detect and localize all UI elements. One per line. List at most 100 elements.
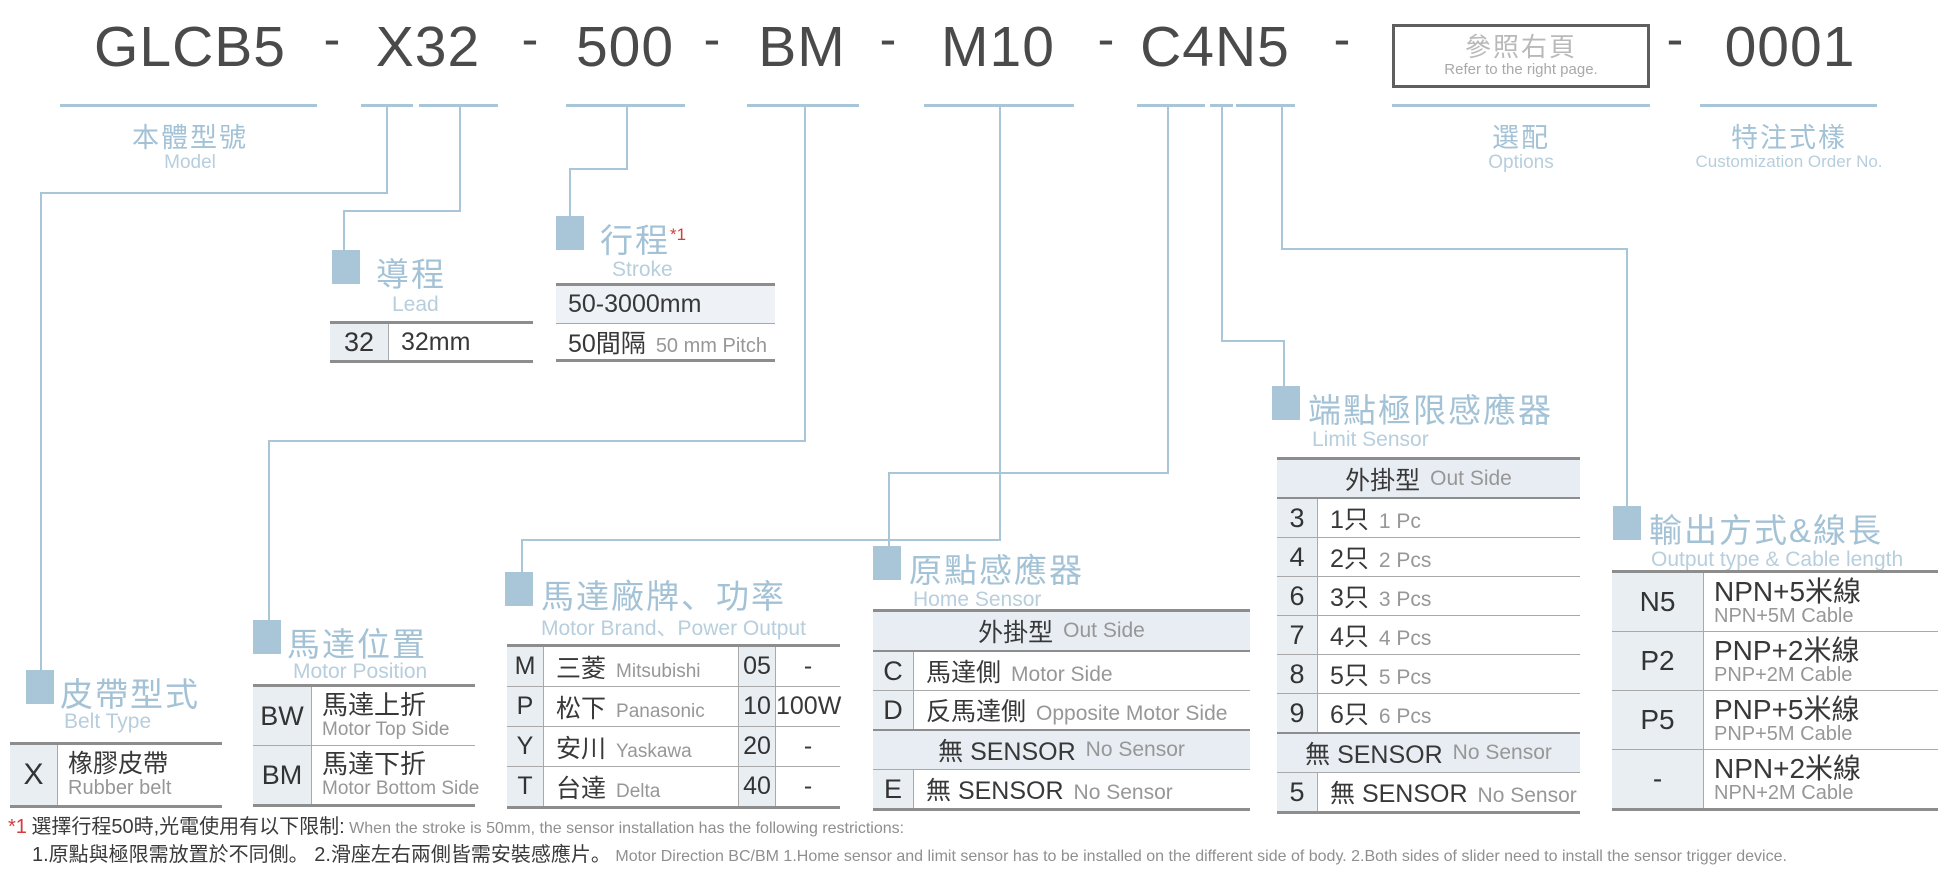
motor-position-table: BW 馬達上折 Motor Top Side BM 馬達下折 Motor Bot… (253, 684, 479, 807)
home-sensor-heading-zh: 原點感應器 (909, 552, 1084, 589)
cell-en: Motor Top Side (322, 718, 450, 740)
cell-code: - (1612, 750, 1704, 808)
stroke-pitch-zh: 50間隔 (568, 329, 646, 358)
cell-code: P (507, 687, 544, 726)
table-row: BM 馬達下折 Motor Bottom Side (253, 745, 479, 804)
output-heading-zh: 輸出方式&線長 (1649, 512, 1884, 549)
connector-line (40, 192, 42, 672)
footnote-ref: *1 (670, 225, 687, 244)
cell-zh: 橡膠皮帶 (68, 750, 169, 779)
cell-zh: 無 SENSOR (926, 777, 1064, 805)
title-dash: - (1666, 11, 1684, 67)
connector-line (747, 104, 859, 107)
table-row: 32 32mm (330, 324, 533, 360)
connector-line (804, 104, 806, 442)
connector-line (888, 472, 1169, 474)
options-box-en: Refer to the right page. (1444, 61, 1598, 79)
cell-code: 8 (1277, 655, 1318, 693)
cell-en: No Sensor (1073, 781, 1173, 804)
connector-line (1281, 248, 1628, 250)
cell-zh: 馬達下折 (322, 749, 427, 780)
title-dash: - (879, 11, 897, 67)
cell-power-code: 40 (738, 767, 776, 806)
cell-zh: 5只 (1330, 662, 1369, 690)
connector-line (343, 210, 461, 212)
cell-code: E (873, 770, 914, 808)
serial-code: 0001 (1724, 15, 1856, 79)
cell-en: 2 Pcs (1378, 549, 1432, 572)
footnote-line1-en: When the stroke is 50mm, the sensor inst… (349, 820, 905, 837)
section-marker-icon (1613, 506, 1641, 540)
cell-code: BW (253, 687, 312, 745)
cell-code: 9 (1277, 694, 1318, 732)
connector-line (386, 104, 388, 194)
model-label-en: Model (164, 152, 216, 173)
connector-line (1700, 104, 1877, 107)
header-zh: 外掛型 (978, 619, 1054, 647)
output-heading-en: Output type & Cable length (1651, 548, 1904, 571)
cell-code: 5 (1277, 773, 1318, 811)
cell-code: X (10, 745, 58, 805)
cell-brand-zh: 三菱 (556, 654, 607, 683)
cell-zh: NPN+2米線 (1714, 752, 1862, 784)
motor-position-heading-zh: 馬達位置 (287, 626, 427, 663)
connector-line (1392, 104, 1650, 107)
connector-line (888, 472, 890, 548)
cell-zh: PNP+5米線 (1714, 693, 1860, 725)
cell-power-code: 10 (738, 687, 776, 726)
cell-en: Motor Side (1011, 663, 1113, 686)
model-label-zh: 本體型號 (132, 123, 248, 153)
belt-table: X 橡膠皮帶 Rubber belt (10, 742, 222, 808)
limit-sensor-heading-en: Limit Sensor (1312, 428, 1429, 451)
lead-heading-zh: 導程 (376, 256, 446, 293)
title-dash: - (703, 11, 721, 67)
cell-zh: 2只 (1330, 545, 1369, 573)
options-label-zh: 選配 (1492, 123, 1550, 153)
stroke-code: 500 (575, 15, 675, 79)
section-marker-icon (505, 572, 533, 606)
footnote-line-2: 1.原點與極限需放置於不同側。 2.滑座左右兩側皆需安裝感應片。 Motor D… (32, 838, 1787, 867)
footnote-line1-zh: 選擇行程50時,光電使用有以下限制: (31, 816, 345, 838)
model-series-code: GLCB5 (94, 15, 286, 79)
cell-en: 6 Pcs (1378, 705, 1432, 728)
connector-line (1137, 104, 1205, 107)
cell-brand-en: Panasonic (616, 700, 705, 722)
cell-code: 7 (1277, 616, 1318, 654)
title-dash: - (1097, 11, 1115, 67)
cell-en: Opposite Motor Side (1036, 702, 1228, 725)
cell-zh: 馬達側 (926, 659, 1002, 687)
cell-en: PNP+2M Cable (1714, 664, 1853, 687)
options-placeholder-box: 參照右頁 Refer to the right page. (1392, 24, 1650, 88)
connector-line (569, 168, 628, 170)
header-en: No Sensor (1085, 738, 1185, 761)
cell-value: 32mm (401, 327, 471, 356)
table-row: 50-3000mm (556, 286, 775, 323)
cell-en: PNP+5M Cable (1714, 723, 1853, 746)
cell-en: No Sensor (1477, 784, 1577, 807)
section-marker-icon (873, 546, 901, 580)
cell-code: BM (253, 746, 312, 804)
motor-brand-heading-en: Motor Brand、Power Output (541, 617, 806, 640)
connector-line (569, 168, 571, 218)
footnote-line2-en: Motor Direction BC/BM 1.Home sensor and … (615, 848, 1787, 865)
header-zh: 外掛型 (1345, 466, 1421, 495)
cell-power-code: 20 (738, 727, 776, 766)
options-label-en: Options (1488, 152, 1554, 173)
no-sensor-header-row: 無 SENSOR No Sensor (1277, 732, 1580, 772)
connector-line (1236, 104, 1295, 107)
cell-power: - (803, 652, 813, 680)
cell-power: - (803, 772, 813, 800)
table-row: X 橡膠皮帶 Rubber belt (10, 745, 222, 805)
motor-position-heading-en: Motor Position (293, 660, 428, 683)
belt-heading-en: Belt Type (64, 710, 152, 733)
connector-line (1281, 104, 1283, 250)
cell-zh: NPN+5米線 (1714, 575, 1862, 607)
